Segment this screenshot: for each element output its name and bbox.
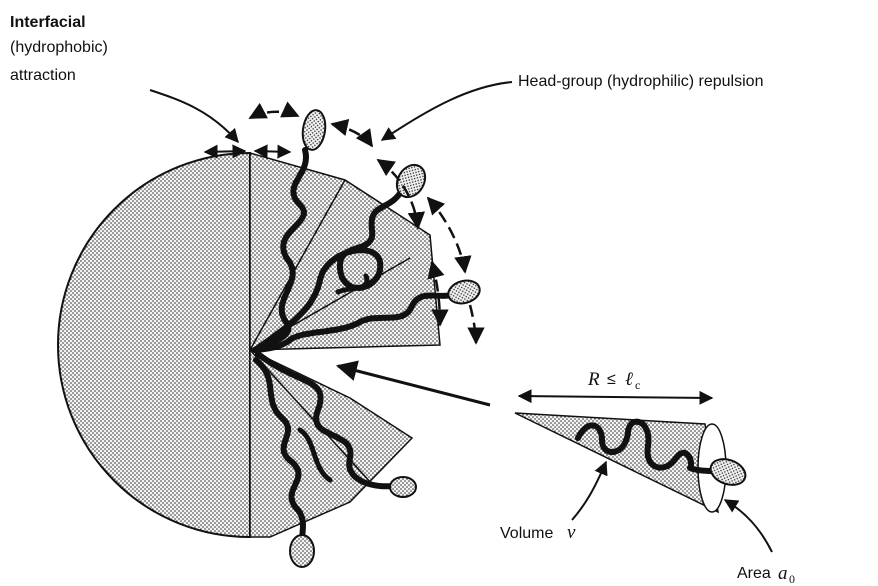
volume-label: Volume v	[500, 522, 576, 543]
headgroup-repulsion-label: Head-group (hydrophilic) repulsion	[518, 73, 763, 90]
interfacial-arrows	[205, 151, 290, 152]
radius-length-symbol: ℓ	[625, 369, 633, 390]
volume-label-text: Volume	[500, 525, 553, 542]
interfacial-pointer-arrow	[150, 90, 238, 142]
area-symbol: a	[778, 563, 788, 584]
interfacial-label-line2: (hydrophobic)	[10, 39, 108, 56]
volume-pointer-arrow	[572, 462, 606, 520]
interfacial-label-line1: Interfacial	[10, 14, 86, 31]
surfactant-cone	[515, 413, 718, 512]
area-label: Area a 0	[737, 563, 795, 586]
radius-le-symbol: ≤	[607, 371, 616, 388]
area-pointer-arrow	[725, 500, 772, 552]
micelle-left-half	[58, 153, 250, 537]
area-label-text: Area	[737, 565, 771, 582]
radius-dimension-arrow	[519, 396, 712, 398]
volume-symbol: v	[567, 522, 576, 543]
interfacial-label-line3: attraction	[10, 67, 76, 84]
radius-symbol: R	[587, 369, 600, 390]
radius-length-subscript: c	[635, 378, 640, 392]
area-subscript: 0	[789, 572, 795, 586]
insertion-arrow	[338, 366, 490, 405]
headgroup-pointer-arrow	[382, 82, 512, 140]
radius-label: R ≤ ℓ c	[587, 369, 640, 392]
